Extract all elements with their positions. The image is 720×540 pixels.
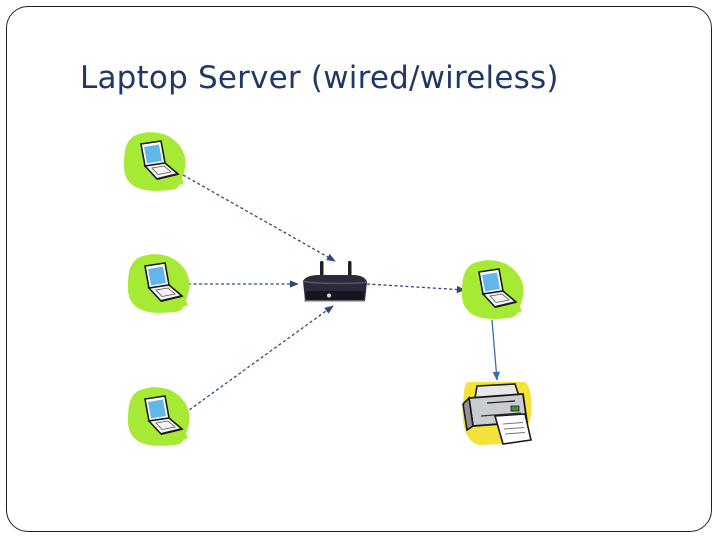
laptop-top-left-icon	[123, 131, 187, 192]
laptop-server-icon	[461, 259, 525, 320]
link-server-laptop-to-printer	[491, 319, 500, 381]
link-bottom-laptop-to-router	[184, 305, 334, 414]
laptop-bottom-left-icon	[127, 386, 191, 447]
slide-title: Laptop Server (wired/wireless)	[80, 60, 559, 96]
printer-icon	[462, 382, 532, 445]
link-top-laptop-to-router	[182, 174, 336, 262]
laptop-middle-left-icon	[127, 253, 191, 314]
slide-frame	[6, 6, 712, 532]
link-router-to-server-laptop	[366, 283, 466, 294]
wireless-router-icon	[302, 261, 368, 302]
